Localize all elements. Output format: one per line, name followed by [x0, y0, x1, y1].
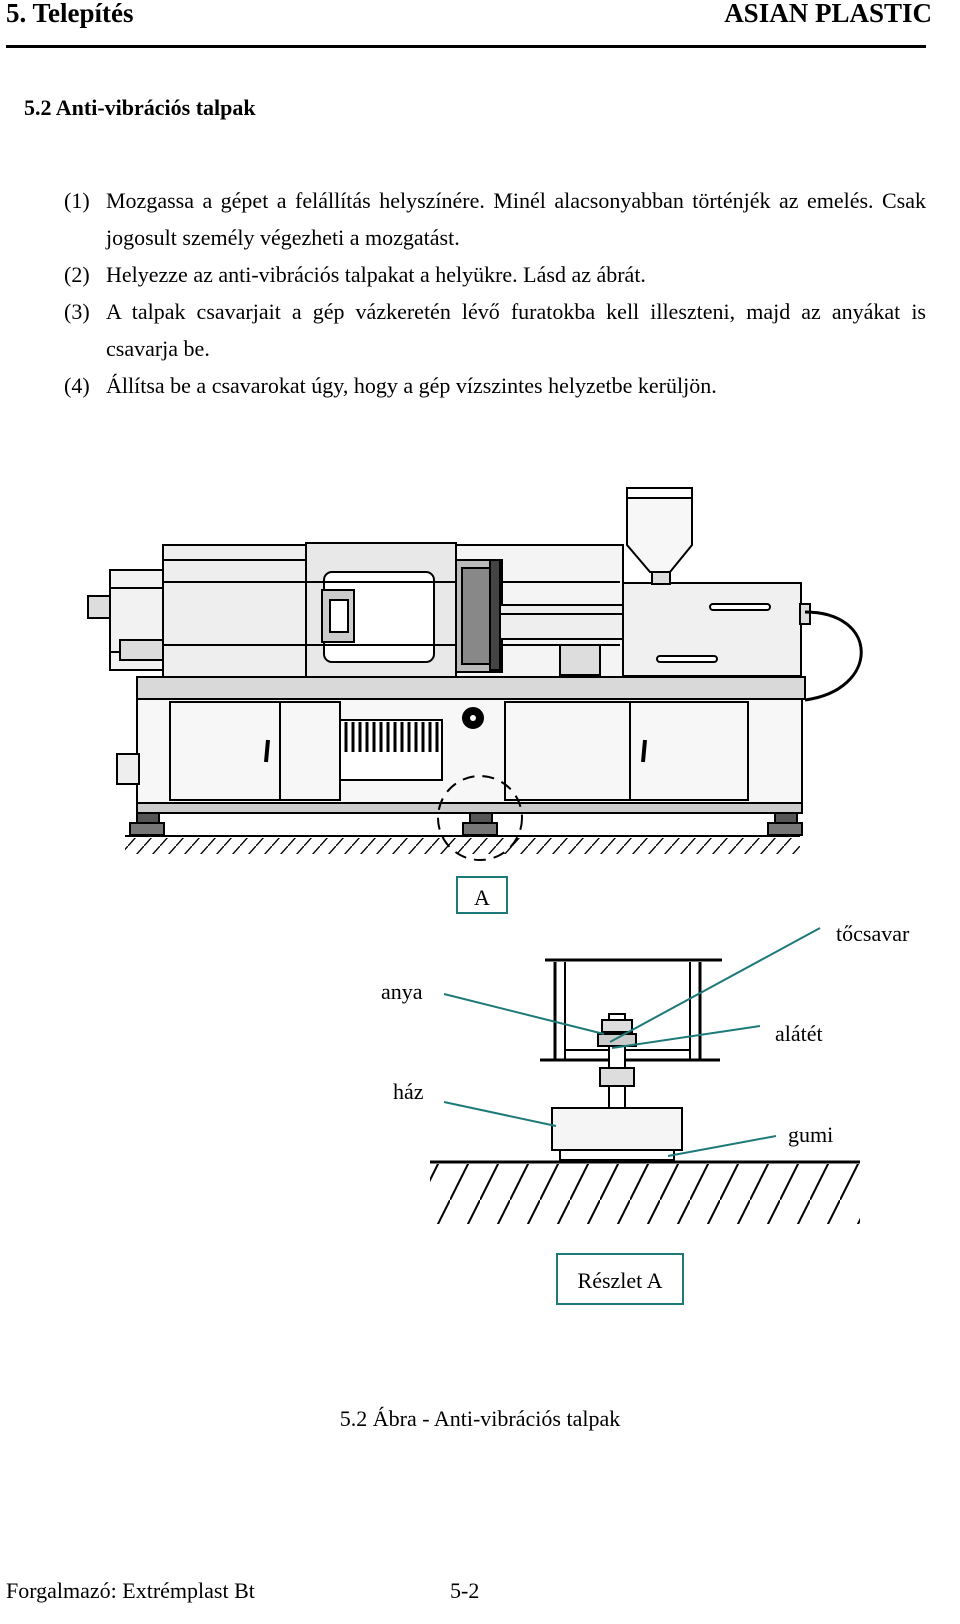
detail-caption: Részlet A: [578, 1268, 663, 1293]
machine-illustration: [87, 487, 863, 861]
step-3: (3) A talpak csavarjait a gép vázkeretén …: [64, 293, 926, 367]
header-brand: ASIAN PLASTIC: [724, 0, 932, 28]
figure-caption: 5.2 Ábra - Anti-vibrációs talpak: [340, 1406, 620, 1431]
detail-marker-label: A: [474, 885, 490, 910]
label-nut: anya: [381, 979, 423, 1004]
step-text: Helyezze az anti-vibrációs talpakat a he…: [106, 262, 646, 287]
step-number: (1): [64, 188, 90, 213]
step-text: Állítsa be a csavarokat úgy, hogy a gép …: [106, 373, 717, 398]
step-4: (4) Állítsa be a csavarokat úgy, hogy a g…: [64, 367, 926, 404]
footer-distributor: Forgalmazó: Extrémplast Bt: [6, 1578, 255, 1603]
cabinet-vent-slats: [344, 722, 439, 752]
figure-anti-vibration-mounts: A tőcsavar anya alátét ház gumi: [87, 487, 910, 1431]
label-housing: ház: [393, 1079, 424, 1104]
label-bolt: tőcsavar: [836, 921, 910, 946]
step-text: Mozgassa a gépet a felállítás helyszínér…: [106, 188, 926, 250]
step-number: (3): [64, 299, 90, 324]
step-2: (2) Helyezze az anti-vibrációs talpakat a…: [64, 256, 926, 293]
section-title: 5.2 Anti-vibrációs talpak: [24, 95, 256, 120]
step-1: (1) Mozgassa a gépet a felállítás helyszí…: [64, 182, 926, 256]
label-rubber: gumi: [788, 1122, 833, 1147]
detail-caption-box: [556, 1253, 684, 1305]
detail-marker-box: [456, 876, 508, 914]
callout-leader-lines: [443, 927, 821, 1157]
header-section-title: 5. Telepítés: [6, 0, 134, 28]
label-washer: alátét: [775, 1021, 823, 1046]
step-number: (2): [64, 262, 90, 287]
step-number: (4): [64, 373, 90, 398]
header-rule: [6, 45, 926, 48]
detail-a-drawing: [430, 958, 860, 1224]
instruction-steps: (1) Mozgassa a gépet a felállítás helyszí…: [64, 182, 926, 404]
step-text: A talpak csavarjait a gép vázkeretén lév…: [106, 299, 926, 361]
footer-page-number: 5-2: [450, 1578, 480, 1603]
